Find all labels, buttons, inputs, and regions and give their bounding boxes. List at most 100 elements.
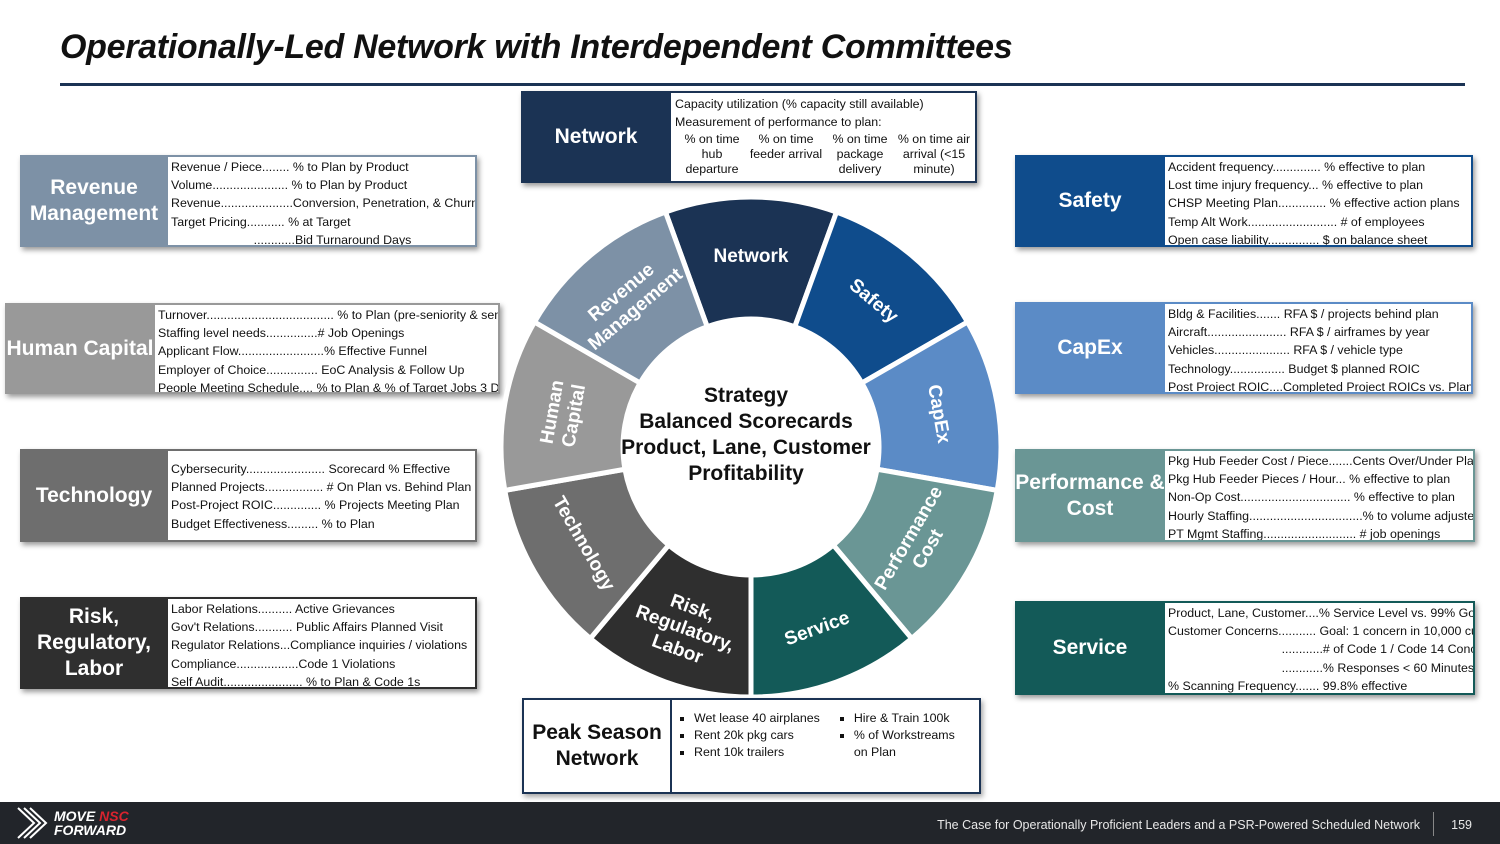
metric-column: % on time air arrival (<15 minute) — [897, 132, 971, 176]
metric-target: # On Plan vs. Behind Plan — [323, 480, 472, 495]
metric-name: Bldg & Facilities....... — [1168, 307, 1281, 321]
metric-name: Compliance.................. — [171, 656, 299, 671]
center-line: Strategy — [703, 384, 789, 407]
metric-target: Budget $ planned ROIC — [1284, 361, 1420, 376]
committee-header: Peak Season Network — [524, 700, 672, 792]
metric-target: % Projects Meeting Plan — [321, 498, 460, 513]
metric-row: Budget Effectiveness......... % to Plan — [171, 515, 472, 533]
committee-metrics: Labor Relations.......... Active Grievan… — [168, 599, 475, 687]
metric-row: Turnover................................… — [158, 306, 498, 324]
metric-target: RFA $ / projects behind plan — [1280, 307, 1439, 321]
metric-name: CHSP Meeting Plan.............. — [1168, 196, 1327, 211]
metric-row: Labor Relations.......... Active Grievan… — [171, 600, 472, 618]
metric-name: Cybersecurity....................... — [171, 462, 325, 476]
metric-target: $ on balance sheet — [1319, 232, 1428, 245]
metric-name: Pkg Hub Feeder Cost / Piece....... — [1168, 454, 1353, 468]
metric-row: Self Audit....................... % to P… — [171, 673, 472, 687]
peak-list-1: Wet lease 40 airplanes Rent 20k pkg cars… — [672, 700, 820, 792]
metric-row: Applicant Flow.........................%… — [158, 342, 495, 360]
metric-row: Planned Projects................. # On P… — [171, 478, 472, 496]
metric-row: Product, Lane, Customer....% Service Lev… — [1168, 604, 1473, 622]
list-item: Wet lease 40 airplanes — [694, 710, 820, 727]
metric-target: % effective to plan — [1320, 160, 1426, 174]
footer-text: The Case for Operationally Proficient Le… — [937, 818, 1420, 832]
metric-name: % Scanning Frequency....... — [1168, 678, 1320, 693]
metric-row: Customer Concerns........... Goal: 1 con… — [1168, 622, 1473, 640]
center-line: Product, Lane, Customer — [621, 436, 871, 459]
metric-name: Target Pricing........... — [171, 214, 285, 229]
committee-metrics: Bldg & Facilities....... RFA $ / project… — [1165, 304, 1471, 392]
metric-row: Post-Project ROIC.............. % Projec… — [171, 496, 472, 514]
network-committee-box: Network Capacity utilization (% capacity… — [521, 91, 977, 183]
logo-word: MOVE — [54, 808, 96, 824]
label-line: Network — [714, 246, 789, 267]
metric-row: Volume...................... % to Plan b… — [171, 176, 472, 194]
metric-name: ............ — [1168, 660, 1323, 675]
metric-name: Product, Lane, Customer.... — [1168, 606, 1319, 620]
metric-name: Customer Concerns........... — [1168, 624, 1317, 639]
metric-name: Revenue / Piece........ — [171, 160, 290, 174]
page-title: Operationally-Led Network with Interdepe… — [60, 28, 1013, 66]
metric-row: Target Pricing........... % at Target — [171, 213, 472, 231]
metric-column: % on time feeder arrival — [749, 132, 823, 161]
metric-name: Planned Projects................. — [171, 480, 324, 495]
metric-target: % to Plan — [318, 516, 375, 531]
page-number: 159 — [1451, 818, 1472, 832]
metric-target: % to Plan (pre-seniority & seniority) — [337, 308, 498, 322]
metric-name: Self Audit....................... — [171, 674, 303, 687]
metric-row: Lost time injury frequency... % effectiv… — [1168, 176, 1468, 194]
metric-row: Revenue / Piece........ % to Plan by Pro… — [171, 158, 472, 176]
metric-row: Aircraft....................... RFA $ / … — [1168, 323, 1468, 341]
metric-target: % effective to plan — [1318, 178, 1424, 193]
metric-target: % effective to plan — [1345, 472, 1451, 487]
metric-name: Staffing level needs............... — [158, 326, 318, 341]
metric-name: Open case liability............... — [1168, 232, 1320, 245]
metric-target: % effective action plans — [1326, 196, 1460, 211]
center-line: Profitability — [688, 462, 804, 485]
committee-metrics: Pkg Hub Feeder Cost / Piece.......Cents … — [1165, 451, 1473, 540]
metric-target: % Responses < 60 Minutes — [1322, 660, 1473, 675]
wheel-segment — [531, 208, 711, 387]
metric-row: ............# of Code 1 / Code 14 Concer… — [1168, 640, 1473, 658]
metric-name: Post Project ROIC.... — [1168, 379, 1283, 392]
metric-name: Non-Op Cost.............................… — [1168, 490, 1351, 505]
metric-target: % Service Level vs. 99% Goal — [1318, 606, 1473, 620]
committee-header: Human Capital — [6, 336, 154, 360]
metric-target: % Effective Funnel — [323, 344, 428, 359]
logo: MOVE NSC FORWARD — [16, 806, 129, 840]
metric-target: EoC Analysis & Follow Up — [317, 362, 465, 377]
metric-target: Compliance inquiries / violations — [290, 638, 468, 653]
committee-header: Performance & Cost — [1015, 470, 1165, 520]
metric-name: Pkg Hub Feeder Pieces / Hour... — [1168, 472, 1346, 487]
committee-metrics: Cybersecurity....................... Sco… — [168, 451, 475, 540]
metric-target: % to Plan & % of Target Jobs 3 Deep — [316, 380, 498, 392]
metric-name: Post-Project ROIC.............. — [171, 498, 322, 513]
metric-row: Bldg & Facilities....... RFA $ / project… — [1168, 305, 1468, 323]
metric-row: ............Bid Turnaround Days — [171, 231, 472, 245]
committee-header: CapEx — [1057, 336, 1123, 359]
metric-target: Bid Turnaround Days — [294, 232, 412, 245]
logo-word: FORWARD — [54, 822, 127, 838]
metric-row: Pkg Hub Feeder Pieces / Hour... % effect… — [1168, 470, 1470, 488]
metric-target: Completed Project ROICs vs. Plan — [1283, 379, 1471, 392]
metric-name: Gov't Relations........... — [171, 620, 293, 635]
metric-target: % to Plan by Product — [288, 178, 408, 193]
metric-name: Regulator Relations... — [171, 638, 291, 653]
metric-target: % to volume adjusted plan — [1362, 508, 1473, 523]
metric-row: ............% Responses < 60 Minutes — [1168, 659, 1473, 677]
metric-column: % on time package delivery — [832, 132, 888, 176]
metric-target: # Job Openings — [317, 326, 405, 341]
metric-target: Public Affairs Planned Visit — [292, 620, 443, 635]
committee-metrics: Revenue / Piece........ % to Plan by Pro… — [168, 157, 475, 245]
committee-wheel: NetworkSafetyCapExPerformanceCostService… — [498, 194, 1004, 700]
metric-row: Open case liability............... $ on … — [1168, 231, 1468, 245]
peak-list-2: Hire & Train 100k % of Workstreams on Pl… — [832, 700, 972, 792]
metric-row: Gov't Relations........... Public Affair… — [171, 618, 472, 636]
metric-name: Accident frequency.............. — [1168, 160, 1321, 174]
metric-name: Lost time injury frequency... — [1168, 178, 1319, 193]
metric-name: Labor Relations.......... — [171, 602, 293, 616]
center-line: Balanced Scorecards — [639, 410, 853, 433]
